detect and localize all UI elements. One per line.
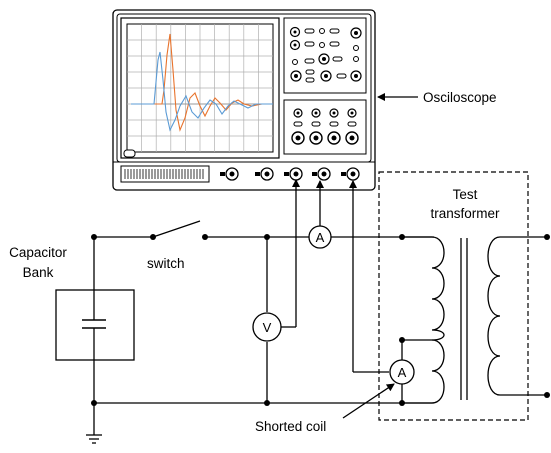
ammeter-shorted-coil-icon: A	[389, 359, 415, 385]
oscilloscope-icon	[112, 9, 376, 191]
test-transformer-label-line1: Test	[453, 187, 478, 202]
ammeter-icon: A	[308, 225, 332, 249]
ammeter-shorted-coil-symbol: A	[398, 365, 407, 380]
switch-icon	[152, 220, 201, 238]
test-transformer-box	[378, 171, 529, 421]
voltmeter-icon: V	[252, 312, 282, 342]
scope-trace-blue	[131, 51, 273, 132]
bnc-connector-1	[220, 167, 239, 181]
capacitor-bank-label-line2: Bank	[23, 265, 54, 280]
bnc-connector-4	[312, 167, 331, 181]
junction-dots	[91, 234, 550, 406]
scope-input-connectors	[220, 167, 360, 181]
bnc-connector-2	[255, 167, 274, 181]
shorted-coil-label: Shorted coil	[255, 419, 326, 434]
test-transformer-label-line2: transformer	[430, 206, 500, 221]
scope-trace-red	[131, 33, 273, 132]
shorted-coil-pointer-arrow	[342, 383, 395, 419]
transformer-icon	[402, 236, 501, 404]
ammeter-top-symbol: A	[316, 230, 325, 245]
oscilloscope-label: Osciloscope	[423, 90, 497, 105]
ground-icon	[86, 434, 102, 444]
voltmeter-symbol: V	[263, 320, 272, 335]
capacitor-icon	[55, 289, 135, 361]
capacitor-bank-label-line1: Capacitor	[9, 245, 67, 260]
switch-label: switch	[147, 256, 185, 271]
